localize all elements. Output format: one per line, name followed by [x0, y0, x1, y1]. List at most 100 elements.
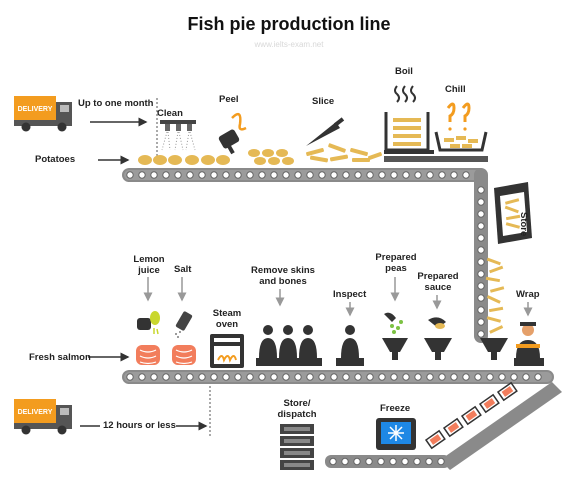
falling-slices-icon [485, 257, 505, 334]
belt-roller [477, 210, 485, 218]
belt-roller [270, 171, 278, 179]
belt-roller [126, 171, 134, 179]
step-chill-label: Chill [445, 84, 466, 95]
dispatch-crates-icon [280, 424, 314, 470]
belt-roller [477, 258, 485, 266]
lower-conveyor-belt [122, 370, 554, 384]
belt-roller [150, 373, 158, 381]
belt-roller [342, 171, 350, 179]
sauce-hopper-icon [424, 317, 452, 360]
belt-roller [138, 171, 146, 179]
freezer-icon [376, 418, 416, 450]
delivery-truck-top: DELIVERY [14, 96, 72, 132]
sliced-potatoes-icon [306, 143, 382, 163]
belt-roller [306, 171, 314, 179]
potatoes-label: Potatoes [35, 154, 76, 165]
peas-hopper-icon [382, 312, 408, 360]
belt-roller [246, 171, 254, 179]
belt-roller [486, 373, 494, 381]
belt-roller [270, 373, 278, 381]
vertical-conveyor-belt [474, 168, 488, 343]
upper-conveyor-belt [122, 168, 487, 182]
belt-roller [365, 457, 373, 466]
belt-roller [402, 373, 410, 381]
belt-roller [126, 373, 134, 381]
delivery-label-bottom: DELIVERY [18, 409, 53, 416]
inspector-icon [336, 325, 364, 366]
belt-roller [354, 171, 362, 179]
belt-roller [318, 171, 326, 179]
belt-roller [477, 318, 485, 326]
lead-time-bottom-label: 12 hours or less [103, 420, 176, 431]
belt-roller [318, 373, 326, 381]
belt-roller [366, 171, 374, 179]
belt-roller [258, 171, 266, 179]
belt-roller [534, 373, 542, 381]
wrap-worker-icon [514, 322, 544, 366]
belt-roller [341, 457, 349, 466]
belt-roller [414, 373, 422, 381]
belt-roller [282, 171, 290, 179]
belt-roller [330, 171, 338, 179]
diagram-title: Fish pie production line [187, 14, 391, 34]
potatoes-icon [138, 155, 230, 165]
belt-roller [390, 373, 398, 381]
belt-roller [477, 270, 485, 278]
chill-icon [434, 102, 488, 152]
step-remove-skins-label: Remove skins and bones [251, 265, 315, 287]
step-prepared-sauce-label: Prepared sauce [417, 271, 459, 293]
freeze-conveyor-belt [440, 382, 562, 470]
belt-roller [186, 171, 194, 179]
belt-roller [437, 457, 445, 466]
belt-roller [342, 373, 350, 381]
belt-roller [389, 457, 397, 466]
belt-roller [462, 373, 470, 381]
belt-roller [138, 373, 146, 381]
step-clean-label: Clean [157, 108, 183, 119]
step-store-label: Store [518, 212, 529, 237]
fresh-salmon-label: Fresh salmon [29, 352, 91, 363]
steam-oven-icon [210, 334, 244, 368]
belt-roller [477, 186, 485, 194]
belt-roller [498, 373, 506, 381]
belt-roller [234, 373, 242, 381]
step-inspect-label: Inspect [333, 289, 367, 300]
belt-roller [234, 171, 242, 179]
step-prepared-peas-label: Prepared peas [375, 252, 417, 274]
belt-roller [450, 373, 458, 381]
peeled-potatoes-icon [248, 149, 294, 165]
belt-roller [378, 373, 386, 381]
belt-roller [366, 373, 374, 381]
step-arrows [143, 277, 533, 317]
belt-roller [174, 171, 182, 179]
belt-roller [282, 373, 290, 381]
salt-shaker-icon [175, 311, 193, 338]
belt-roller [162, 373, 170, 381]
lead-time-top-label: Up to one month [78, 98, 154, 109]
belt-roller [474, 373, 482, 381]
lemon-squeeze-icon [137, 311, 160, 335]
belt-roller [246, 373, 254, 381]
belt-roller [438, 373, 446, 381]
dispatch-conveyor-belt [325, 455, 450, 468]
delivery-label-top: DELIVERY [18, 106, 53, 113]
step-peel-label: Peel [219, 94, 239, 105]
boil-chill-platform [384, 156, 488, 162]
step-freeze-label: Freeze [380, 403, 411, 414]
belt-roller [477, 330, 485, 338]
belt-roller [477, 234, 485, 242]
step-wrap-label: Wrap [516, 289, 540, 300]
belt-roller [426, 171, 434, 179]
belt-roller [306, 373, 314, 381]
sprinkler-icon [160, 120, 196, 151]
belt-roller [510, 373, 518, 381]
store-bag-icon [494, 182, 532, 244]
belt-roller [222, 373, 230, 381]
delivery-truck-bottom: DELIVERY [14, 399, 72, 435]
belt-roller [390, 171, 398, 179]
belt-roller [210, 171, 218, 179]
belt-roller [150, 171, 158, 179]
belt-roller [414, 171, 422, 179]
belt-roller [477, 282, 485, 290]
